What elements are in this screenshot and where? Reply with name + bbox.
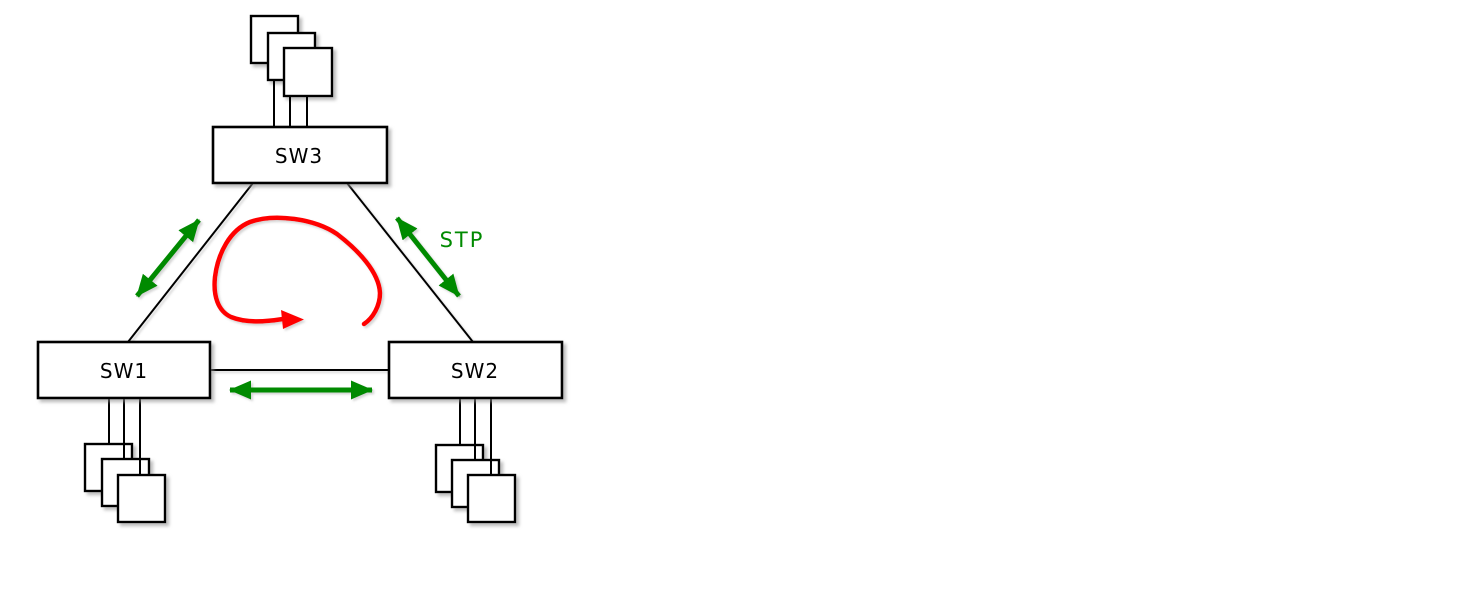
sw1-box [36, 340, 212, 400]
stp-label: STP [440, 228, 485, 252]
host-square [466, 473, 517, 524]
stp-arrows [135, 216, 461, 400]
switch-nodes: SW3 SW1 SW2 [36, 125, 564, 400]
sw2-box [387, 340, 564, 400]
loop-arrow-path [212, 215, 383, 327]
loop-arrowhead-icon [281, 310, 304, 329]
sw3-box [211, 125, 389, 185]
sw3-label: SW3 [275, 144, 323, 168]
sw1-hosts [83, 398, 167, 524]
host-square [116, 473, 167, 524]
sw3-hosts [249, 14, 334, 127]
sw2-hosts [434, 398, 517, 524]
host-square [282, 46, 334, 98]
sw2-label: SW2 [451, 359, 499, 383]
stp-arrow-sw3-sw2-icon [395, 216, 461, 298]
sw1-label: SW1 [100, 359, 148, 383]
loop-arrow [212, 215, 383, 329]
stp-arrow-sw1-sw3-icon [135, 218, 201, 298]
